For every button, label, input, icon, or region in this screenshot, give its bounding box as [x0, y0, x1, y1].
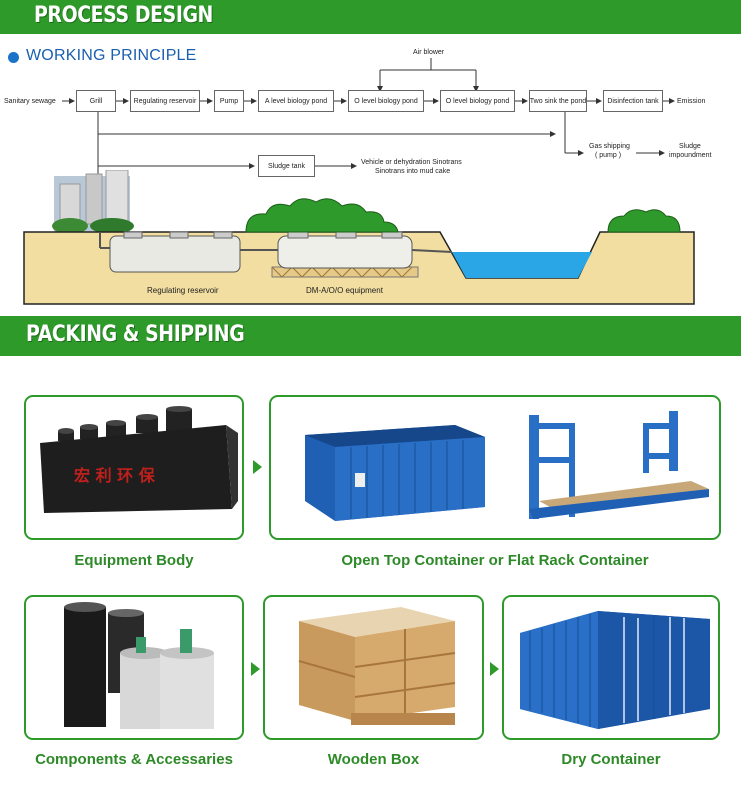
sludge-tank-box: Sludge tank: [258, 155, 315, 177]
wooden-box-image: [298, 607, 456, 725]
gas-shipping-line2: ( pump ): [595, 152, 622, 159]
tank-markings: 宏 利 环 保: [74, 466, 156, 485]
sanitary-sewage-label: Sanitary sewage: [4, 98, 56, 105]
disinfection-tank-box: Disinfection tank: [603, 90, 663, 112]
sludge-impoundment-line2: impoundment: [669, 152, 712, 159]
equipment-body-caption: Equipment Body: [74, 552, 194, 569]
arrow-right-icon: [251, 662, 260, 676]
sludge-impoundment-line1: Sludge: [679, 143, 701, 150]
dry-container-card: [502, 595, 720, 740]
containers-caption: Open Top Container or Flat Rack Containe…: [341, 552, 649, 569]
a-level-pond-box: A level biology pond: [258, 90, 334, 112]
reservoir-scene-label: Regulating reservoir: [147, 286, 219, 295]
emission-label: Emission: [677, 98, 706, 105]
containers-card: [269, 395, 721, 540]
pump-box: Pump: [214, 90, 244, 112]
wooden-box-caption: Wooden Box: [327, 751, 420, 768]
cross-section-illustration: Regulating reservoir DM-A/O/O equipment: [0, 169, 741, 310]
vehicle-dehydration-line2: Sinotrans into mud cake: [375, 168, 451, 175]
components-card: [24, 595, 244, 740]
two-sink-pond-box: Two sink the pond: [529, 90, 587, 112]
gas-shipping-line1: Gas shipping: [589, 143, 630, 150]
air-blower-label: Air blower: [413, 49, 445, 56]
arrow-right-icon: [253, 460, 262, 474]
wooden-box-card: [263, 595, 484, 740]
flow-connectors: [62, 58, 675, 175]
packing-shipping-banner: PACKING & SHIPPING: [0, 316, 741, 356]
o-level-pond-box-1: O level biology pond: [348, 90, 424, 112]
dry-container-caption: Dry Container: [561, 751, 661, 768]
vehicle-dehydration-line1: Vehicle or dehydration Sinotrans: [361, 159, 462, 166]
regulating-reservoir-box: Regulating reservoir: [130, 90, 200, 112]
process-design-banner: PROCESS DESIGN: [0, 0, 741, 34]
components-caption: Components & Accessaries: [35, 751, 233, 768]
cross-section-drawing: [23, 169, 695, 305]
grill-box: Grill: [76, 90, 116, 112]
process-design-title: PROCESS DESIGN: [34, 3, 213, 28]
working-principle-heading: WORKING PRINCIPLE: [26, 47, 197, 64]
equipment-body-card: 宏 利 环 保: [24, 395, 244, 540]
equipment-body-image: 宏 利 环 保: [40, 406, 238, 513]
components-image: [64, 602, 214, 729]
arrow-right-icon: [490, 662, 499, 676]
dry-container-image: [520, 611, 710, 729]
packing-shipping-title: PACKING & SHIPPING: [26, 322, 245, 347]
bullet-icon: [8, 52, 19, 63]
containers-image: [305, 411, 709, 521]
equipment-scene-label: DM-A/O/O equipment: [306, 286, 383, 295]
o-level-pond-box-2: O level biology pond: [440, 90, 515, 112]
